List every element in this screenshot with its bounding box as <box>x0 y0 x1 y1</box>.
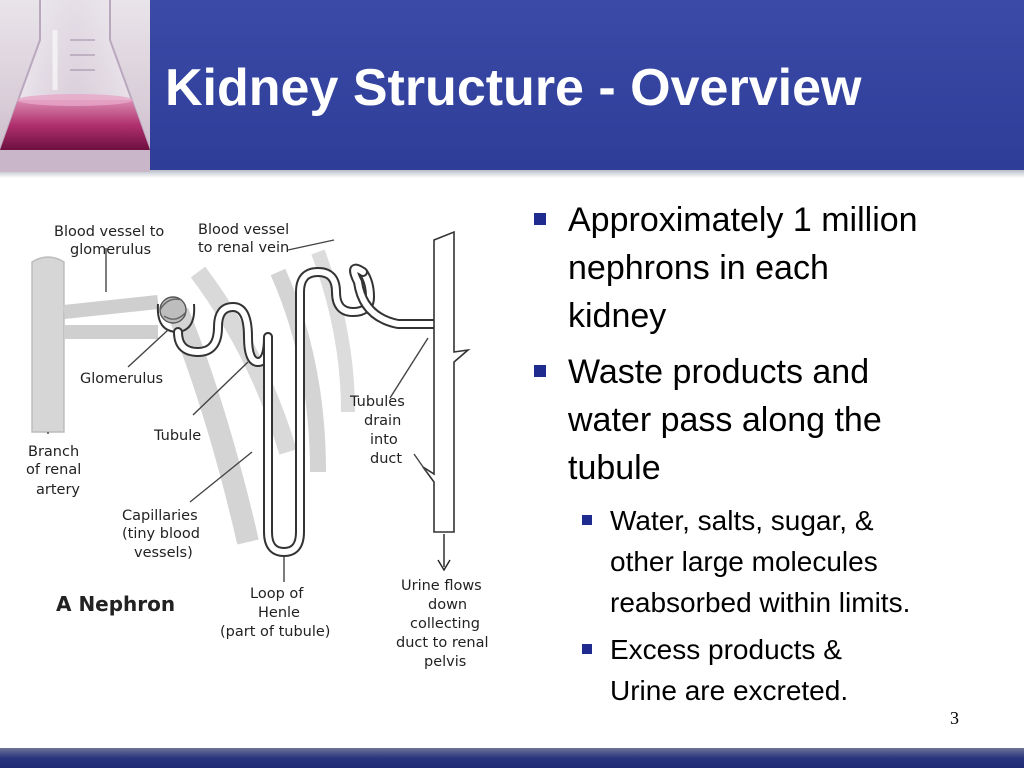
svg-text:pelvis: pelvis <box>424 654 466 670</box>
square-bullet-icon <box>534 365 546 377</box>
svg-text:drain: drain <box>364 413 401 429</box>
label-branch-renal-artery: Branch of renal artery <box>26 444 81 498</box>
svg-text:Blood vessel to: Blood vessel to <box>54 224 164 240</box>
svg-text:duct: duct <box>370 451 402 467</box>
header-shadow <box>0 170 1024 178</box>
sub-bullet-item: Excess products & Urine are excreted. <box>574 629 1014 711</box>
bullet-line: tubule <box>568 449 661 487</box>
svg-text:Blood vessel: Blood vessel <box>198 222 289 238</box>
slide-header <box>0 0 1024 170</box>
label-loop-of-henle: Loop of Henle (part of tubule) <box>220 586 330 640</box>
label-urine-flows: Urine flows down collecting duct to rena… <box>396 578 489 670</box>
sub-bullet-line: Urine are excreted. <box>610 675 849 706</box>
flask-image <box>0 0 150 172</box>
bullet-line: Approximately 1 million <box>568 201 918 239</box>
label-tubule: Tubule <box>153 428 201 444</box>
label-vessel-to-glomerulus: Blood vessel to glomerulus <box>54 224 164 258</box>
svg-text:(tiny blood: (tiny blood <box>122 526 200 542</box>
svg-text:(part of tubule): (part of tubule) <box>220 624 330 640</box>
svg-text:down: down <box>428 597 467 613</box>
svg-text:artery: artery <box>36 482 80 498</box>
nephron-illustration: Blood vessel to glomerulus Blood vessel … <box>26 222 489 670</box>
svg-text:to renal vein: to renal vein <box>198 240 289 256</box>
bullet-line: nephrons in each <box>568 249 829 287</box>
svg-text:vessels): vessels) <box>134 545 193 561</box>
slide-footer <box>0 748 1024 768</box>
slide-title: Kidney Structure - Overview <box>165 59 862 117</box>
label-capillaries: Capillaries (tiny blood vessels) <box>122 508 200 561</box>
sub-bullet-line: Water, salts, sugar, & <box>610 505 874 536</box>
sub-bullet-line: other large molecules <box>610 546 878 577</box>
sub-bullet-line: reabsorbed within limits. <box>610 587 911 618</box>
svg-text:duct to renal: duct to renal <box>396 635 489 651</box>
svg-text:Urine flows: Urine flows <box>401 578 482 594</box>
label-glomerulus: Glomerulus <box>80 371 163 387</box>
nephron-diagram: Blood vessel to glomerulus Blood vessel … <box>18 212 518 674</box>
svg-text:into: into <box>370 432 398 448</box>
square-bullet-icon <box>582 644 592 654</box>
label-tubules-drain: Tubules drain into duct <box>349 394 405 467</box>
bullet-item: Approximately 1 million nephrons in each… <box>528 196 1014 340</box>
svg-text:of renal: of renal <box>26 462 81 478</box>
diagram-title: A Nephron <box>56 592 175 616</box>
page-number: 3 <box>950 708 959 728</box>
flask-icon <box>0 0 150 172</box>
bullet-line: Waste products and <box>568 353 870 391</box>
sub-bullet-item: Water, salts, sugar, & other large molec… <box>574 500 1014 623</box>
square-bullet-icon <box>534 213 546 225</box>
square-bullet-icon <box>582 515 592 525</box>
svg-text:Branch: Branch <box>28 444 79 460</box>
bullet-item: Waste products and water pass along the … <box>528 348 1014 492</box>
svg-text:glomerulus: glomerulus <box>70 242 151 258</box>
svg-text:collecting: collecting <box>410 616 480 632</box>
bullet-line: water pass along the <box>568 401 882 439</box>
sub-bullet-line: Excess products & <box>610 634 842 665</box>
svg-text:Tubules: Tubules <box>349 394 405 410</box>
svg-text:Loop of: Loop of <box>250 586 304 602</box>
svg-text:Capillaries: Capillaries <box>122 508 198 524</box>
label-vessel-to-renal-vein: Blood vessel to renal vein <box>198 222 289 256</box>
bullet-list: Approximately 1 million nephrons in each… <box>528 196 1014 717</box>
svg-text:Henle: Henle <box>258 605 300 621</box>
bullet-line: kidney <box>568 297 667 335</box>
